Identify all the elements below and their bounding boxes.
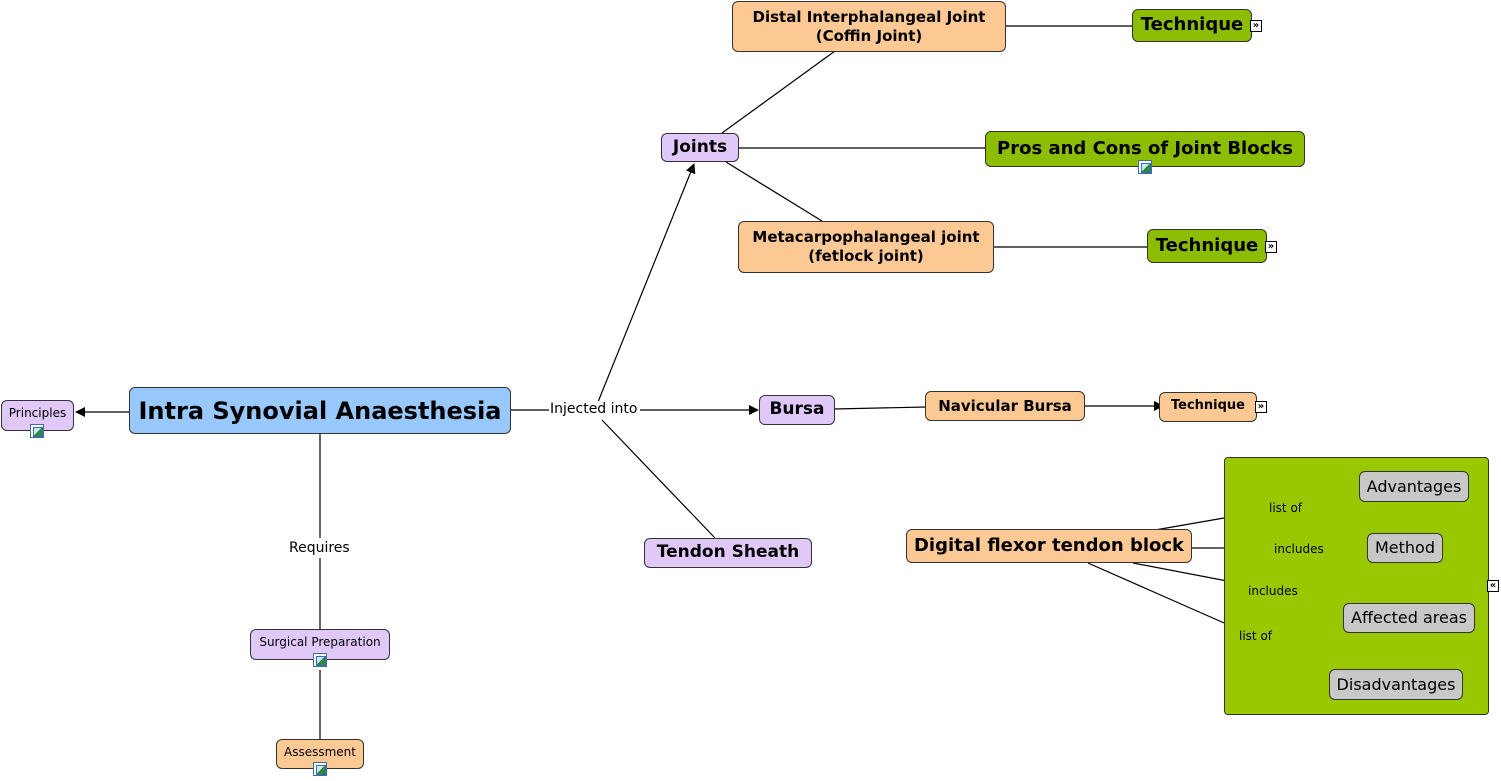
mcp-joint-label-line1: Metacarpophalangeal joint [752,228,980,247]
collapse-icon[interactable]: « [1487,580,1499,592]
metacarpophalangeal-joint-node[interactable]: Metacarpophalangeal joint (fetlock joint… [738,221,994,273]
main-concept-label: Intra Synovial Anaesthesia [138,396,502,425]
link-label-injected-into: Injected into [549,401,639,417]
link-label-list-of: list of [1268,501,1304,515]
digital-flexor-label: Digital flexor tendon block [913,534,1185,556]
technique-label: Technique [1155,234,1259,256]
affected-areas-label: Affected areas [1351,608,1467,627]
expand-icon[interactable]: » [1265,241,1277,253]
advantages-label: Advantages [1366,476,1462,496]
link-label-includes: includes [1247,584,1299,598]
surgical-preparation-node[interactable]: Surgical Preparation [250,629,390,660]
mcp-joint-label-line2: (fetlock joint) [808,247,924,265]
assessment-label: Assessment [284,745,356,759]
bursa-node[interactable]: Bursa [759,395,835,425]
link-label-requires: Requires [288,540,351,556]
affected-areas-node[interactable]: Affected areas [1343,603,1475,633]
pros-cons-label: Pros and Cons of Joint Blocks [997,138,1293,159]
advantages-node[interactable]: Advantages [1359,471,1469,502]
technique-node-mcp[interactable]: Technique [1147,229,1267,263]
technique-node-dip[interactable]: Technique [1132,9,1252,42]
method-node[interactable]: Method [1367,533,1443,563]
dip-joint-label-line2: (Coffin Joint) [815,26,923,45]
principles-label: Principles [8,406,67,420]
main-concept-node[interactable]: Intra Synovial Anaesthesia [129,387,511,434]
surgical-preparation-label: Surgical Preparation [259,635,381,649]
expand-icon[interactable]: » [1250,20,1262,32]
principles-image-icon[interactable] [30,424,44,438]
technique-node-navicular[interactable]: Technique [1159,392,1257,422]
joints-node[interactable]: Joints [661,133,739,162]
principles-node[interactable]: Principles [1,400,74,431]
disadvantages-label: Disadvantages [1336,674,1456,694]
expand-icon[interactable]: » [1255,401,1267,413]
digital-flexor-tendon-block-node[interactable]: Digital flexor tendon block [906,529,1192,563]
link-label-list-of: list of [1238,629,1274,643]
tendon-sheath-node[interactable]: Tendon Sheath [644,538,812,568]
method-label: Method [1374,538,1435,557]
surgical-preparation-image-icon[interactable] [313,653,327,667]
assessment-image-icon[interactable] [313,762,327,776]
joints-label: Joints [672,136,728,157]
technique-label: Technique [1140,14,1244,36]
pros-cons-image-icon[interactable] [1138,160,1152,174]
distal-interphalangeal-joint-node[interactable]: Distal Interphalangeal Joint (Coffin Joi… [732,1,1006,52]
technique-label: Technique [1170,398,1245,413]
navicular-bursa-label: Navicular Bursa [938,396,1072,415]
tendon-sheath-label: Tendon Sheath [656,542,800,563]
disadvantages-node[interactable]: Disadvantages [1329,669,1463,700]
link-label-includes: includes [1273,542,1325,556]
bursa-label: Bursa [769,399,825,420]
navicular-bursa-node[interactable]: Navicular Bursa [925,391,1085,421]
pros-cons-joint-blocks-node[interactable]: Pros and Cons of Joint Blocks [985,131,1305,167]
dip-joint-label-line1: Distal Interphalangeal Joint [752,7,986,26]
